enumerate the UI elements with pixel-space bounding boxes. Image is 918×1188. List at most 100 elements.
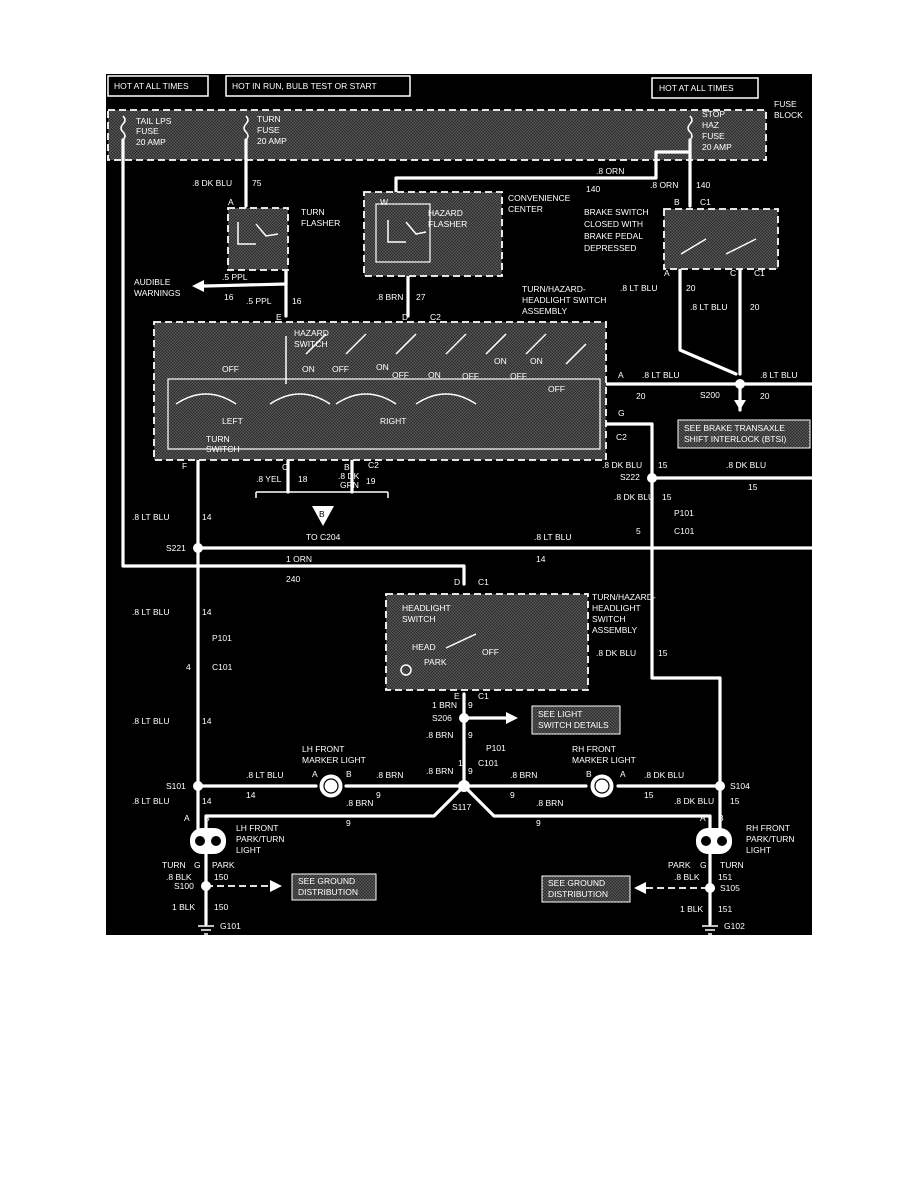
svg-text:.8 BRN: .8 BRN [376,292,403,302]
svg-text:SWITCH: SWITCH [206,444,240,454]
svg-text:LIGHT: LIGHT [236,845,261,855]
svg-text:15: 15 [658,460,668,470]
svg-text:RH FRONT: RH FRONT [746,823,790,833]
svg-text:.8 BRN: .8 BRN [426,730,453,740]
svg-text:TURN/HAZARD-: TURN/HAZARD- [522,284,586,294]
svg-text:C101: C101 [674,526,695,536]
svg-text:OFF: OFF [222,364,239,374]
svg-text:.8 LT BLU: .8 LT BLU [642,370,679,380]
svg-text:C2: C2 [368,460,379,470]
svg-text:SEE BRAKE TRANSAXLE: SEE BRAKE TRANSAXLE [684,423,785,433]
splice-s222 [647,473,657,483]
svg-text:151: 151 [718,904,732,914]
svg-text:B: B [674,197,680,207]
svg-text:1: 1 [458,758,463,768]
svg-text:.5 PPL: .5 PPL [222,272,248,282]
svg-text:LIGHT: LIGHT [746,845,771,855]
svg-text:OFF: OFF [462,371,479,381]
svg-text:TURN: TURN [720,860,744,870]
svg-text:LH FRONT: LH FRONT [236,823,279,833]
fuse-block: FUSE BLOCK TAIL LPS FUSE 20 AMP TURN FUS… [107,99,803,161]
svg-text:4: 4 [186,662,191,672]
splice-s200 [735,379,745,389]
svg-text:PARK: PARK [212,860,235,870]
svg-text:140: 140 [586,184,600,194]
svg-text:DISTRIBUTION: DISTRIBUTION [298,887,358,897]
svg-text:20 AMP: 20 AMP [257,136,287,146]
svg-text:9: 9 [510,790,515,800]
svg-text:C101: C101 [212,662,233,672]
svg-text:.8 ORN: .8 ORN [596,166,624,176]
svg-text:C1: C1 [478,691,489,701]
svg-text:TURN: TURN [206,434,230,444]
splice-s104 [715,781,725,791]
svg-text:OFF: OFF [482,647,499,657]
svg-text:ON: ON [530,356,543,366]
svg-text:19: 19 [366,476,376,486]
top-label-hot-all-left: HOT AT ALL TIMES [107,75,209,97]
svg-text:E: E [276,312,282,322]
ground-reference-right: SEE GROUND DISTRIBUTION [541,875,710,903]
svg-text:S222: S222 [620,472,640,482]
lh-marker-light: LH FRONT MARKER LIGHT [302,744,366,798]
svg-text:A: A [620,769,626,779]
rh-marker-light: RH FRONT MARKER LIGHT [572,744,636,798]
svg-text:.8 LT BLU: .8 LT BLU [246,770,283,780]
svg-text:B: B [718,813,724,823]
svg-text:MARKER LIGHT: MARKER LIGHT [302,755,366,765]
svg-text:9: 9 [468,730,473,740]
svg-text:.8 DK BLU: .8 DK BLU [674,796,714,806]
splice-labels: S200 S222 S221 S206 S101 S104 S117 S100 … [166,390,750,893]
svg-text:P101: P101 [674,508,694,518]
svg-text:FLASHER: FLASHER [428,219,467,229]
svg-text:TURN: TURN [162,860,186,870]
svg-text:.8 LT BLU: .8 LT BLU [132,716,169,726]
svg-text:A: A [312,769,318,779]
light-switch-reference: SEE LIGHT SWITCH DETAILS [462,705,621,735]
ground-g102: G102 [702,921,745,935]
splice-s117 [458,780,470,792]
svg-text:F: F [182,461,187,471]
svg-text:.8 BLK: .8 BLK [674,872,700,882]
svg-text:TO C204: TO C204 [306,532,341,542]
svg-text:B: B [204,813,210,823]
svg-text:G: G [194,860,201,870]
svg-text:A: A [184,813,190,823]
svg-text:20 AMP: 20 AMP [702,142,732,152]
svg-text:DEPRESSED: DEPRESSED [584,243,636,253]
svg-text:CENTER: CENTER [508,204,543,214]
svg-text:ASSEMBLY: ASSEMBLY [522,306,568,316]
svg-text:150: 150 [214,872,228,882]
svg-text:P101: P101 [212,633,232,643]
svg-text:CLOSED WITH: CLOSED WITH [584,219,643,229]
svg-text:FUSE: FUSE [136,126,159,136]
svg-text:.8 DK BLU: .8 DK BLU [726,460,766,470]
svg-text:S104: S104 [730,781,750,791]
svg-text:RH FRONT: RH FRONT [572,744,616,754]
svg-text:P101: P101 [486,743,506,753]
svg-text:SEE GROUND: SEE GROUND [548,878,605,888]
audible-warnings: AUDIBLE WARNINGS [134,277,208,298]
lh-park-turn-light: LH FRONT PARK/TURN LIGHT TURN G PARK [162,823,285,870]
svg-text:ASSEMBLY: ASSEMBLY [592,625,638,635]
svg-text:GRN: GRN [340,480,359,490]
svg-text:.5 PPL: .5 PPL [246,296,272,306]
turn-flasher: TURN FLASHER [227,207,340,271]
svg-text:LH FRONT: LH FRONT [302,744,345,754]
svg-text:.8 DK BLU: .8 DK BLU [602,460,642,470]
svg-text:.8 LT BLU: .8 LT BLU [132,607,169,617]
svg-text:S206: S206 [432,713,452,723]
svg-text:.8 ORN: .8 ORN [650,180,678,190]
svg-text:C1: C1 [754,268,765,278]
svg-text:B: B [586,769,592,779]
svg-text:AUDIBLE: AUDIBLE [134,277,171,287]
svg-text:1 BLK: 1 BLK [172,902,195,912]
svg-text:14: 14 [202,796,212,806]
svg-text:STOP: STOP [702,109,725,119]
svg-text:BRAKE SWITCH: BRAKE SWITCH [584,207,649,217]
svg-text:1 BLK: 1 BLK [680,904,703,914]
svg-text:G: G [700,860,707,870]
svg-text:TURN: TURN [301,207,325,217]
splice-points [193,379,745,893]
svg-text:C: C [730,268,736,278]
